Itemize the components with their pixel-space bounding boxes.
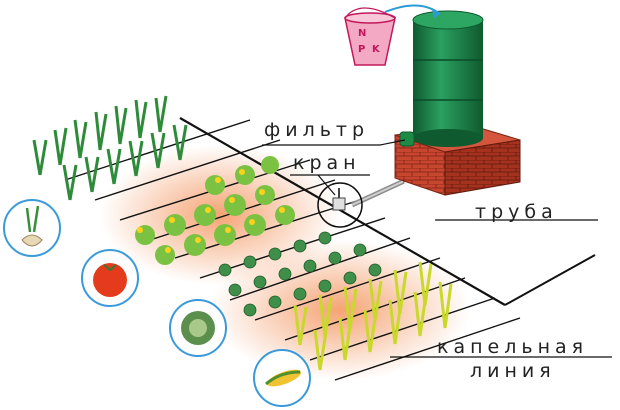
valve-label: кран	[293, 152, 361, 174]
pipe-label: труба	[475, 201, 558, 223]
tomato-icon	[81, 249, 139, 307]
onion-icon	[3, 199, 61, 257]
cabbage-icon	[169, 299, 227, 357]
bucket-letter-p: P	[358, 44, 365, 55]
label-leaders	[262, 139, 612, 358]
filter-icon	[399, 131, 415, 147]
corn-icon	[253, 349, 311, 407]
npk-bucket: N P K	[344, 4, 441, 66]
drip-line-label-2: линия	[470, 360, 556, 382]
bucket-letter-n: N	[358, 28, 366, 39]
bucket-letter-k: K	[372, 44, 381, 55]
tomato-plants	[135, 156, 295, 265]
valve-icon	[317, 182, 363, 228]
drip-lines	[64, 119, 521, 381]
cabbage-plants	[218, 231, 382, 317]
onion-plants	[32, 95, 188, 201]
corn-plants	[293, 261, 453, 371]
filter-label: фильтр	[264, 119, 370, 141]
water-barrel	[412, 10, 484, 147]
drip-line-label-1: капельная	[437, 336, 589, 358]
